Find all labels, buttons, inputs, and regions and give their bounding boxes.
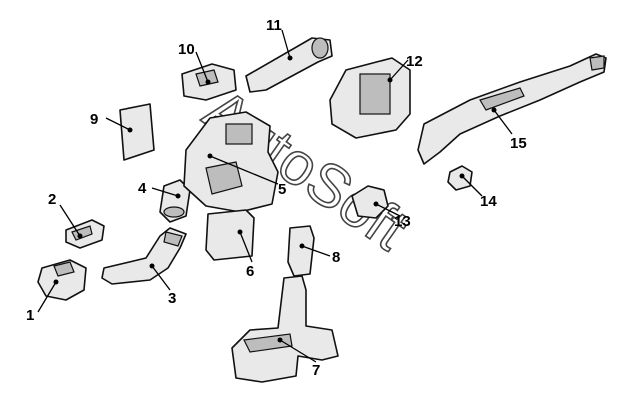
label-7: 7 bbox=[312, 362, 320, 379]
part-6-panel bbox=[205, 209, 255, 261]
label-12: 12 bbox=[406, 53, 423, 70]
callout-14: 14 bbox=[459, 173, 497, 210]
label-5: 5 bbox=[278, 181, 286, 198]
callout-15: 15 bbox=[491, 107, 527, 152]
label-2: 2 bbox=[48, 191, 56, 208]
part-14-clip bbox=[447, 165, 473, 191]
part-15-dash-duct bbox=[417, 53, 607, 165]
part-12-blower-unit bbox=[329, 57, 411, 139]
part-3-duct bbox=[101, 227, 187, 285]
callout-5: 5 bbox=[207, 153, 286, 198]
callout-4: 4 bbox=[138, 180, 181, 199]
label-1: 1 bbox=[26, 307, 34, 324]
part-13-outlet bbox=[351, 185, 389, 219]
label-9: 9 bbox=[90, 111, 98, 128]
callout-7: 7 bbox=[277, 337, 320, 379]
callout-6: 6 bbox=[237, 229, 254, 280]
label-15: 15 bbox=[510, 135, 527, 152]
part-9-plate bbox=[119, 103, 155, 161]
callout-2: 2 bbox=[48, 191, 83, 239]
label-11: 11 bbox=[266, 17, 282, 34]
part-5-heater-box bbox=[183, 111, 279, 213]
callout-11: 11 bbox=[266, 17, 293, 61]
label-4: 4 bbox=[138, 180, 147, 197]
callout-12: 12 bbox=[387, 53, 423, 83]
label-8: 8 bbox=[332, 249, 340, 266]
part-1-housing bbox=[37, 259, 87, 301]
label-14: 14 bbox=[480, 193, 497, 210]
callout-8: 8 bbox=[299, 243, 340, 266]
callout-13: 13 bbox=[373, 201, 411, 230]
part-11-upper-duct bbox=[245, 37, 333, 93]
label-13: 13 bbox=[394, 213, 411, 230]
callout-1: 1 bbox=[26, 279, 59, 324]
part-2-bracket bbox=[65, 219, 105, 249]
part-4-duct bbox=[159, 179, 191, 223]
label-3: 3 bbox=[168, 290, 176, 307]
label-10: 10 bbox=[178, 41, 195, 58]
part-7-floor-duct bbox=[231, 275, 339, 383]
callout-9: 9 bbox=[90, 111, 133, 133]
callout-10: 10 bbox=[178, 41, 211, 85]
callout-3: 3 bbox=[149, 263, 176, 307]
part-8-vertical-duct bbox=[287, 225, 315, 277]
label-6: 6 bbox=[246, 263, 254, 280]
